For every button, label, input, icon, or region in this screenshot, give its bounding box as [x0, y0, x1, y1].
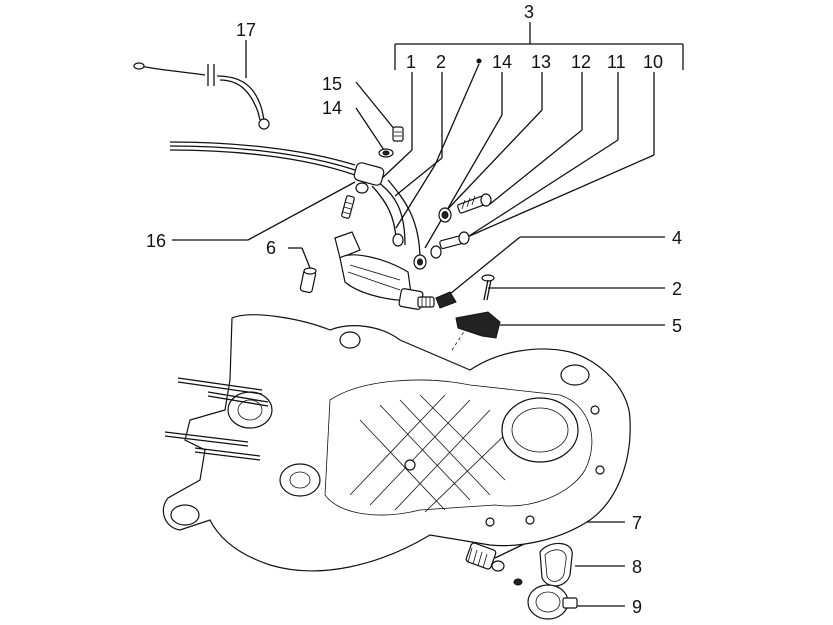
label-5: 5	[672, 316, 682, 336]
washer-14	[378, 148, 394, 158]
gasket-8	[539, 542, 573, 587]
ring-terminal-1	[392, 233, 404, 247]
sensor-7	[465, 542, 523, 586]
bush-6	[299, 267, 317, 294]
label-3: 3	[524, 2, 534, 22]
bracket-5	[455, 311, 501, 339]
label-2-top: 2	[436, 52, 446, 72]
screw-left	[341, 195, 355, 219]
studs	[164, 377, 269, 461]
screw-2	[481, 274, 495, 301]
label-13: 13	[531, 52, 551, 72]
crankcase	[162, 314, 631, 572]
label-10: 10	[643, 52, 663, 72]
label-2-right: 2	[672, 279, 682, 299]
label-9: 9	[632, 597, 642, 617]
label-15: 15	[322, 74, 342, 94]
bolt-15	[392, 126, 404, 142]
leader-lines	[172, 40, 665, 607]
label-1: 1	[406, 52, 416, 72]
label-8: 8	[632, 557, 642, 577]
label-4: 4	[672, 228, 682, 248]
label-16: 16	[146, 231, 166, 251]
group-3-bracket	[394, 22, 684, 70]
bullet-dot	[476, 58, 482, 64]
label-6: 6	[266, 238, 276, 258]
cover-9	[527, 584, 578, 620]
screw-10	[439, 231, 470, 250]
label-11: 11	[607, 52, 626, 72]
ground-cable	[133, 62, 270, 130]
screw-12	[457, 193, 492, 214]
wiring-harness	[169, 141, 421, 261]
washer-11	[430, 245, 442, 259]
label-17: 17	[236, 20, 256, 40]
label-14-left: 14	[322, 98, 342, 118]
starter-motor	[334, 231, 435, 310]
label-14-top: 14	[492, 52, 512, 72]
label-12: 12	[571, 52, 591, 72]
shim-4	[435, 291, 457, 309]
callout-labels: 3 1 2 14 13 12 11 10 17 15 14 16 6 4 2 5…	[146, 2, 682, 617]
lattice-ribs	[349, 394, 511, 513]
label-7: 7	[632, 513, 642, 533]
